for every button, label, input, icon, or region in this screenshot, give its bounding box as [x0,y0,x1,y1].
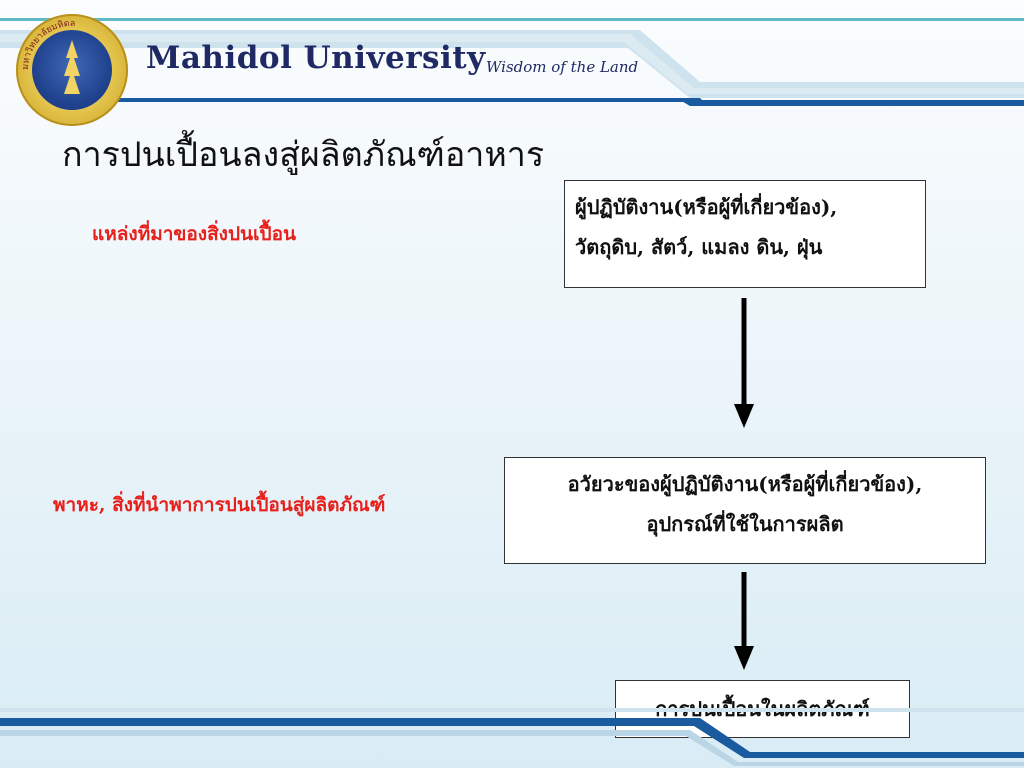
footer-band [0,708,1024,766]
arrow-down-icon [734,572,754,670]
svg-text:มหาวิทยาลัยมหิดล: มหาวิทยาลัยมหิดล [21,19,75,70]
arrow-down-icon [734,298,754,428]
carrier-label: พาหะ, สิ่งที่นำพาการปนเปื้อนสู่ผลิตภัณฑ์ [53,494,386,516]
flow-box-line: วัตถุดิบ, สัตว์, แมลง ดิน, ฝุ่น [575,235,823,259]
university-logo: มหาวิทยาลัยมหิดล [16,14,128,126]
top-accent-line [0,18,1024,21]
flow-box-line: อุปกรณ์ที่ใช้ในการผลิต [646,512,844,536]
source-label: แหล่งที่มาของสิ่งปนเปื้อน [92,223,296,245]
flow-box-sources: ผู้ปฏิบัติงาน(หรือผู้ที่เกี่ยวข้อง), วัต… [564,180,926,288]
flow-box-line: ผู้ปฏิบัติงาน(หรือผู้ที่เกี่ยวข้อง), [575,195,838,219]
university-name: Mahidol University [146,40,486,76]
university-motto: Wisdom of the Land [486,58,639,76]
logo-ring-text: มหาวิทยาลัยมหิดล [21,19,80,94]
logo-ring-label: มหาวิทยาลัยมหิดล [21,19,75,70]
flow-box-carriers: อวัยวะของผู้ปฏิบัติงาน(หรือผู้ที่เกี่ยวข… [504,457,986,564]
flow-box-line: อวัยวะของผู้ปฏิบัติงาน(หรือผู้ที่เกี่ยวข… [567,472,923,496]
slide-title: การปนเปื้อนลงสู่ผลิตภัณฑ์อาหาร [62,135,545,175]
